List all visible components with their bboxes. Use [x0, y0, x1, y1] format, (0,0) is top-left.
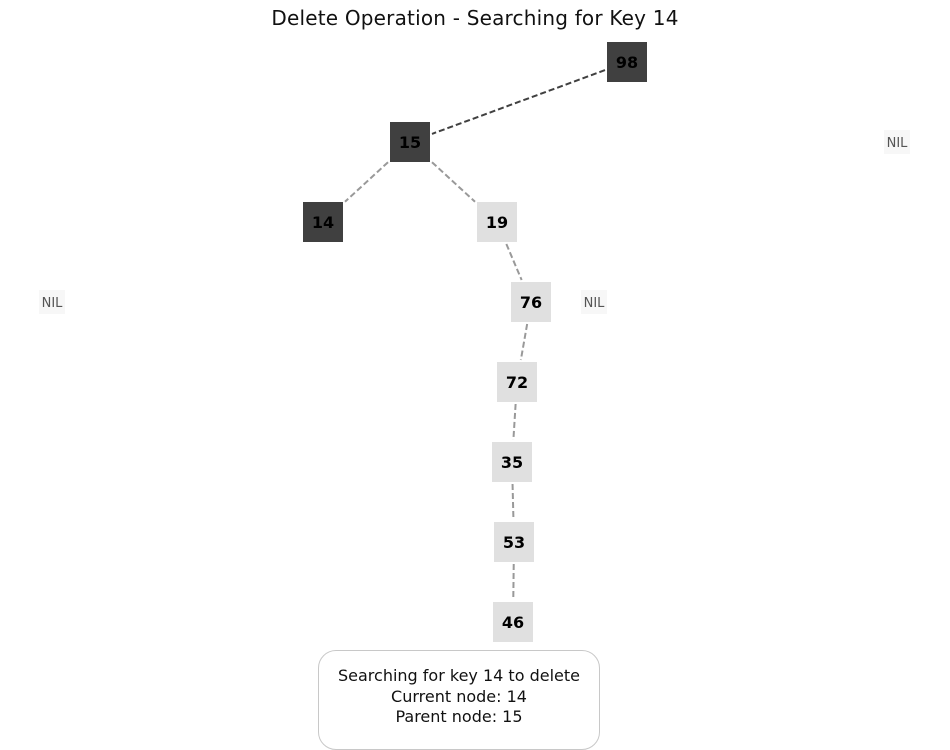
edge-15-14	[345, 162, 388, 202]
nil-label: NIL	[887, 136, 909, 151]
status-line-parent: Parent node: 15	[319, 707, 599, 728]
node-label: 35	[501, 453, 523, 472]
tree-node-72: 72	[497, 362, 537, 402]
tree-node-14: 14	[303, 202, 343, 242]
nil-label: NIL	[42, 296, 64, 311]
status-line-current: Current node: 14	[319, 687, 599, 708]
nil-node: NIL	[39, 290, 65, 314]
edge-98-15	[432, 70, 605, 134]
tree-node-98: 98	[607, 42, 647, 82]
nil-node: NIL	[884, 130, 910, 154]
tree-node-53: 53	[494, 522, 534, 562]
node-label: 53	[503, 533, 525, 552]
tree-node-15: 15	[390, 122, 430, 162]
nil-label: NIL	[584, 296, 606, 311]
nil-node: NIL	[581, 290, 607, 314]
node-label: 46	[502, 613, 524, 632]
tree-node-46: 46	[493, 602, 533, 642]
node-label: 19	[486, 213, 508, 232]
edge-76-72	[521, 324, 527, 360]
node-label: 98	[616, 53, 638, 72]
nodes-layer: 98 15 14 19 76 72 35 53 46 NIL NIL NIL	[39, 42, 910, 642]
tree-node-76: 76	[511, 282, 551, 322]
node-label: 14	[312, 213, 334, 232]
node-label: 15	[399, 133, 421, 152]
tree-node-19: 19	[477, 202, 517, 242]
edges-layer	[345, 70, 605, 600]
edge-19-76	[506, 244, 521, 280]
status-box: Searching for key 14 to delete Current n…	[318, 650, 600, 750]
status-line-search: Searching for key 14 to delete	[319, 666, 599, 687]
edge-72-35	[513, 404, 515, 440]
edge-35-53	[513, 484, 514, 520]
node-label: 76	[520, 293, 542, 312]
edge-15-19	[432, 162, 475, 202]
tree-node-35: 35	[492, 442, 532, 482]
node-label: 72	[506, 373, 528, 392]
